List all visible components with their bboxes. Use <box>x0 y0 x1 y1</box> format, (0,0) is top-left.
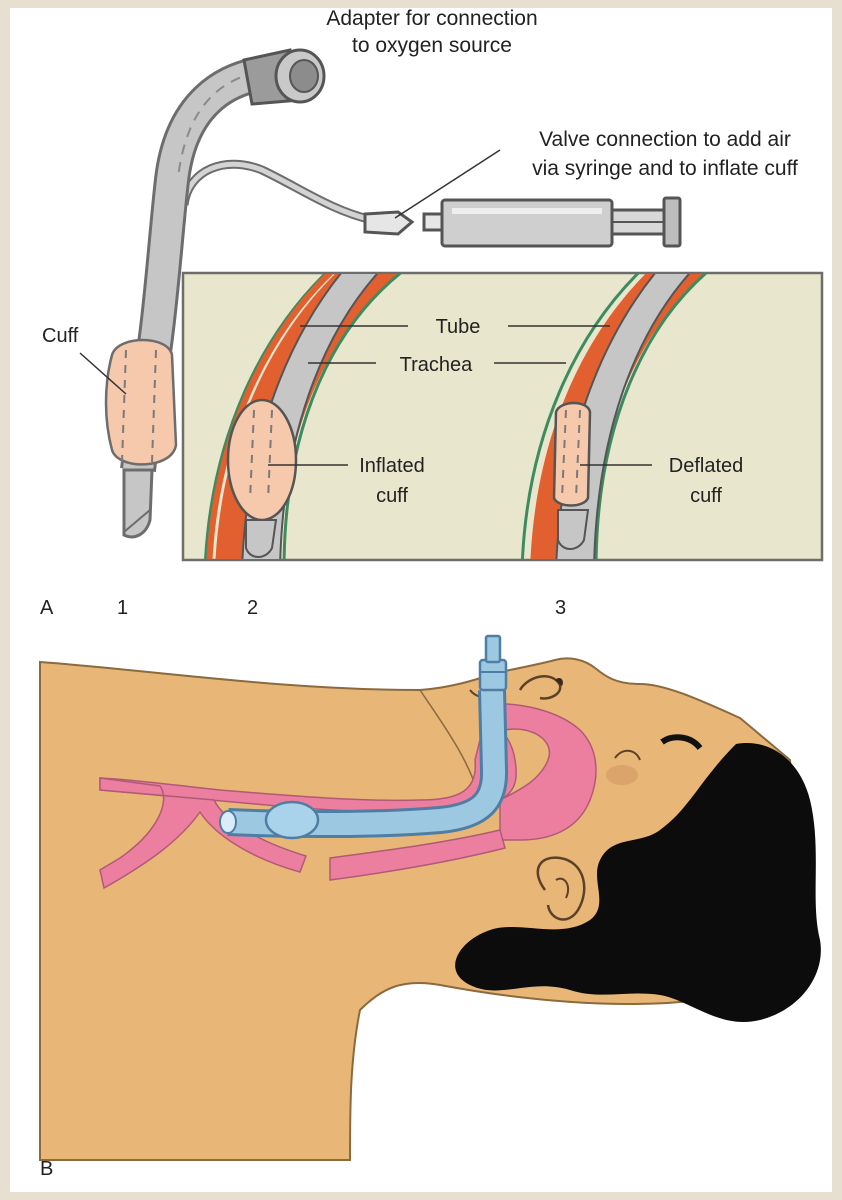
closed-eye <box>660 734 703 751</box>
syringe <box>422 196 682 248</box>
label-trachea: Trachea <box>400 354 474 376</box>
inflated-cuff-shape <box>226 398 298 522</box>
label-cuff: Cuff <box>42 325 79 347</box>
ear <box>536 856 586 921</box>
inset-leader-lines <box>268 325 652 466</box>
sub-label-3: 3 <box>555 597 566 619</box>
sub-label-2: 2 <box>247 597 258 619</box>
deflated-cuff-shape <box>552 401 592 507</box>
panel-label-b: B <box>40 1158 53 1180</box>
oral-nasal-cavity <box>478 703 597 841</box>
trachea-inset <box>181 271 824 562</box>
label-valve-line2: via syringe and to inflate cuff <box>532 157 798 180</box>
bronchi <box>99 777 307 890</box>
label-adapter-line1: Adapter for connection <box>326 7 537 30</box>
label-valve-line1: Valve connection to add air <box>539 128 791 151</box>
inflation-valve <box>363 210 415 236</box>
panel-label-a: A <box>40 597 54 619</box>
label-inflated-line1: Inflated <box>359 455 425 477</box>
label-deflated-line2: cuff <box>690 485 722 507</box>
tube-connector <box>478 634 508 692</box>
esophagus <box>329 829 506 881</box>
intubated-patient-illustration <box>39 634 821 1161</box>
hair <box>455 743 821 1023</box>
sub-label-1: 1 <box>117 597 128 619</box>
label-inflated-line2: cuff <box>376 485 408 507</box>
label-deflated-line1: Deflated <box>669 455 744 477</box>
cuff-shape <box>104 338 178 466</box>
endotracheal-tube-illustration <box>104 48 682 539</box>
oxygen-adapter <box>242 48 326 106</box>
inserted-cuff <box>264 800 320 840</box>
tube-tip <box>122 468 154 539</box>
leader-lines <box>79 149 501 395</box>
label-adapter-line2: to oxygen source <box>352 34 512 57</box>
label-tube: Tube <box>436 316 481 338</box>
patient-skin <box>39 657 802 1161</box>
